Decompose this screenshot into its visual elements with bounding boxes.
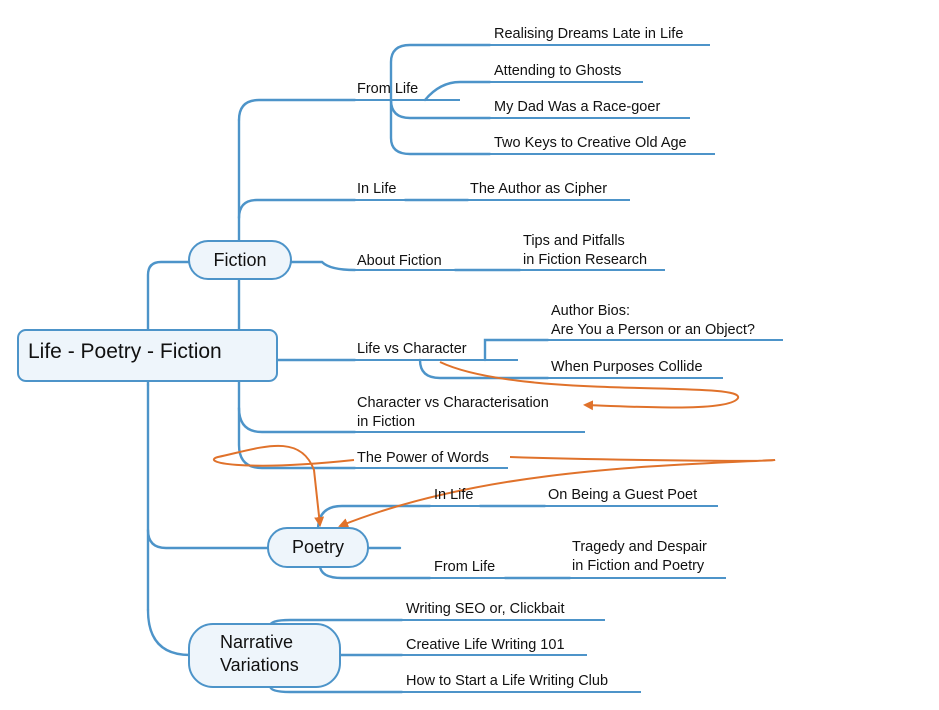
connectors xyxy=(146,43,572,694)
connector-root-fiction xyxy=(146,260,192,387)
root-label: Life - Poetry - Fiction xyxy=(28,340,222,363)
connector-lvc-bios xyxy=(483,338,550,362)
fiction-node[interactable]: Fiction xyxy=(188,240,292,280)
fiction-label: Fiction xyxy=(213,250,266,270)
topic-tips-pitfalls-line2[interactable]: in Fiction Research xyxy=(523,252,647,268)
topic-power-of-words[interactable]: The Power of Words xyxy=(357,450,489,466)
connector-lvc-purposes xyxy=(418,358,550,380)
connector-root-narrative xyxy=(146,608,192,657)
relationship-words-to-poetry-right xyxy=(338,456,776,528)
topic-writing-club[interactable]: How to Start a Life Writing Club xyxy=(406,673,608,689)
connector-fiction-trunk xyxy=(237,98,357,122)
poetry-node[interactable]: Poetry xyxy=(267,527,369,568)
topic-author-cipher[interactable]: The Author as Cipher xyxy=(470,181,607,197)
topic-seo-clickbait[interactable]: Writing SEO or, Clickbait xyxy=(406,601,564,617)
topic-tragedy-line2[interactable]: in Fiction and Poetry xyxy=(572,558,705,574)
relationship-lvc-to-characterisation xyxy=(439,361,740,411)
connector-fiction-char xyxy=(237,406,357,434)
topic-purposes-collide[interactable]: When Purposes Collide xyxy=(551,359,703,375)
topic-in-life[interactable]: In Life xyxy=(357,181,397,197)
topic-labels: From Life Realising Dreams Late in Life … xyxy=(357,26,755,689)
narrative-label-line1: Narrative xyxy=(220,632,293,652)
topic-author-bios-line2[interactable]: Are You a Person or an Object? xyxy=(551,322,755,338)
topic-dad-race-goer[interactable]: My Dad Was a Race-goer xyxy=(494,99,660,115)
topic-underlines xyxy=(355,44,783,693)
relationship-words-to-poetry-left xyxy=(212,444,355,527)
connector-from-life-trunk xyxy=(389,43,492,102)
narrative-label-line2: Variations xyxy=(220,655,299,675)
connector-fiction-about xyxy=(289,260,357,272)
topic-guest-poet[interactable]: On Being a Guest Poet xyxy=(548,487,697,503)
topic-from-life[interactable]: From Life xyxy=(357,81,418,97)
topic-two-keys[interactable]: Two Keys to Creative Old Age xyxy=(494,135,687,151)
connector-from-life-keys xyxy=(389,98,492,156)
topic-attending-ghosts[interactable]: Attending to Ghosts xyxy=(494,63,621,79)
topic-author-bios-line1[interactable]: Author Bios: xyxy=(551,303,630,319)
relationship-arrows xyxy=(212,361,776,528)
topic-tips-pitfalls-line1[interactable]: Tips and Pitfalls xyxy=(523,233,625,249)
topic-life-vs-character[interactable]: Life vs Character xyxy=(357,341,467,357)
connector-fiction-in-life xyxy=(237,198,357,220)
connector-from-life-attending xyxy=(423,80,492,102)
topic-characterisation-line1[interactable]: Character vs Characterisation xyxy=(357,395,549,411)
narrative-node[interactable]: Narrative Variations xyxy=(188,623,341,688)
topic-realising-dreams[interactable]: Realising Dreams Late in Life xyxy=(494,26,683,42)
topic-creative-101[interactable]: Creative Life Writing 101 xyxy=(406,637,565,653)
topic-about-fiction[interactable]: About Fiction xyxy=(357,253,442,269)
topic-characterisation-line2[interactable]: in Fiction xyxy=(357,414,415,430)
topic-poetry-in-life[interactable]: In Life xyxy=(434,487,474,503)
root-node[interactable]: Life - Poetry - Fiction xyxy=(17,329,278,382)
connector-fiction-trunk-down xyxy=(237,118,357,470)
connector-poetry-in-life xyxy=(316,504,432,532)
connector-root-poetry xyxy=(146,528,272,550)
connector-from-life-dad xyxy=(389,98,492,120)
topic-poetry-from-life[interactable]: From Life xyxy=(434,559,495,575)
topic-tragedy-line1[interactable]: Tragedy and Despair xyxy=(572,539,707,555)
poetry-label: Poetry xyxy=(292,537,344,557)
